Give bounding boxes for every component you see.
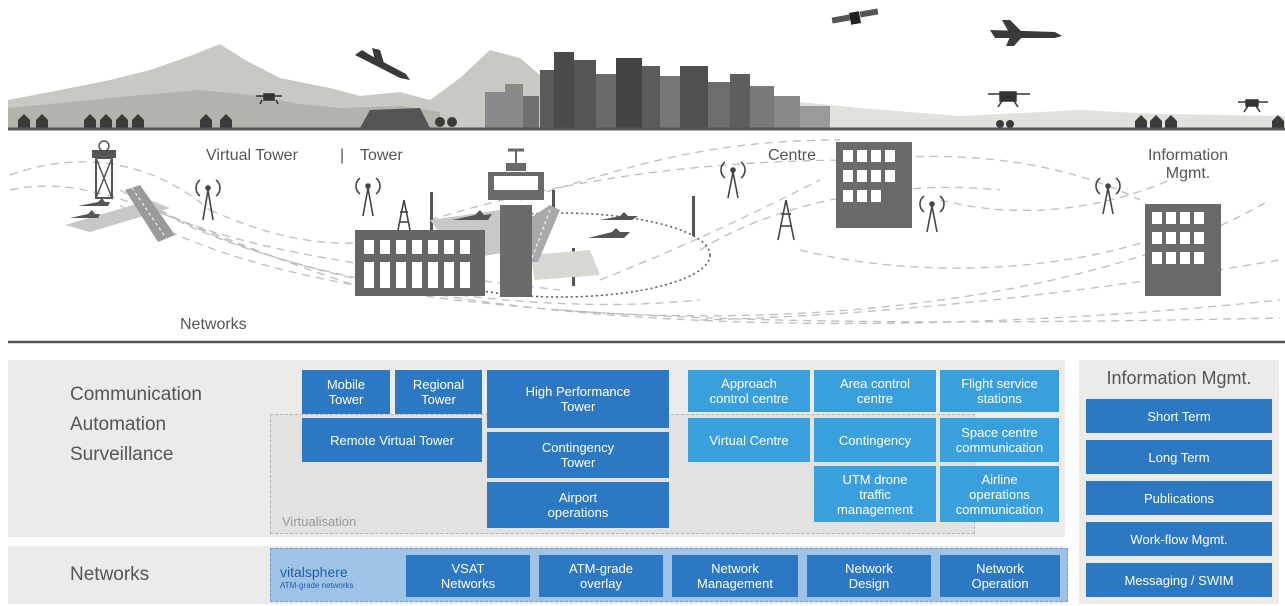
long-term-box[interactable]: Long Term <box>1086 440 1272 474</box>
antenna-icon <box>919 195 945 233</box>
short-term-box[interactable]: Short Term <box>1086 399 1272 433</box>
publications-box[interactable]: Publications <box>1086 481 1272 515</box>
surveillance-label: Surveillance <box>70 444 174 465</box>
space-centre-communication-box[interactable]: Space centre communication <box>940 418 1059 462</box>
automation-label: Automation <box>70 414 167 435</box>
vsat-networks-box[interactable]: VSAT Networks <box>406 555 530 597</box>
antenna-icon <box>195 179 221 221</box>
antenna-icons <box>195 161 1121 241</box>
high-performance-tower-box[interactable]: High Performance Tower <box>487 370 669 428</box>
info-building-icon <box>1145 204 1221 296</box>
network-links <box>9 139 1281 325</box>
atm-grade-overlay-box[interactable]: ATM-grade overlay <box>539 555 663 597</box>
remote-virtual-tower-box[interactable]: Remote Virtual Tower <box>302 418 482 462</box>
centre-building-icon <box>836 142 912 228</box>
antenna-icon <box>355 177 381 217</box>
airplane-icon <box>990 20 1062 46</box>
regional-tower-box[interactable]: Regional Tower <box>395 370 482 414</box>
satellite-icon <box>831 8 879 25</box>
information-mgmt-label: Information Mgmt. <box>1147 147 1229 182</box>
drone-icon <box>256 93 282 105</box>
drone-icon <box>1238 99 1268 113</box>
virtual-tower-label: Virtual Tower <box>206 147 298 164</box>
vitalsphere-strip <box>270 548 1068 602</box>
drone-icon <box>988 91 1030 108</box>
control-tower-icon <box>355 148 638 297</box>
networks-scene-label: Networks <box>180 316 247 333</box>
vitalsphere-subtitle: ATM-grade networks <box>280 581 354 590</box>
centre-label: Centre <box>768 147 817 164</box>
airport-operations-box[interactable]: Airport operations <box>487 482 669 528</box>
contingency-box[interactable]: Contingency <box>814 418 936 462</box>
antenna-icon <box>720 161 746 199</box>
scene-illustration <box>8 8 1285 344</box>
info-panel-title: Information Mgmt. <box>1106 368 1252 388</box>
networks-layer-label: Networks <box>70 564 150 585</box>
mobile-tower-box[interactable]: Mobile Tower <box>302 370 390 414</box>
virtual-tower-icon <box>65 140 175 242</box>
area-control-centre-box[interactable]: Area control centre <box>814 370 936 412</box>
network-operation-box[interactable]: Network Operation <box>940 555 1060 597</box>
flight-service-stations-box[interactable]: Flight service stations <box>940 370 1059 412</box>
skyline <box>8 8 1285 128</box>
vitalsphere-brand: vitalsphere <box>280 564 348 580</box>
virtualisation-label: Virtualisation <box>282 514 357 529</box>
approach-control-centre-box[interactable]: Approach control centre <box>688 370 810 412</box>
network-management-box[interactable]: Network Management <box>672 555 798 597</box>
pylon-icon <box>777 199 795 241</box>
label-separator: | <box>340 147 345 164</box>
contingency-tower-box[interactable]: Contingency Tower <box>487 432 669 478</box>
workflow-mgmt-box[interactable]: Work-flow Mgmt. <box>1086 522 1272 556</box>
tower-label: Tower <box>360 147 403 164</box>
communication-label: Communication <box>70 384 202 405</box>
utm-drone-traffic-management-box[interactable]: UTM drone traffic management <box>814 466 936 522</box>
cas-labels: Communication Automation Surveillance <box>70 380 202 470</box>
airline-operations-communication-box[interactable]: Airline operations communication <box>940 466 1059 522</box>
network-design-box[interactable]: Network Design <box>807 555 931 597</box>
airplane-icon <box>355 48 410 80</box>
messaging-swim-box[interactable]: Messaging / SWIM <box>1086 563 1272 597</box>
antenna-icon <box>1095 177 1121 215</box>
pylon-icon <box>397 199 411 231</box>
virtual-centre-box[interactable]: Virtual Centre <box>688 418 810 462</box>
